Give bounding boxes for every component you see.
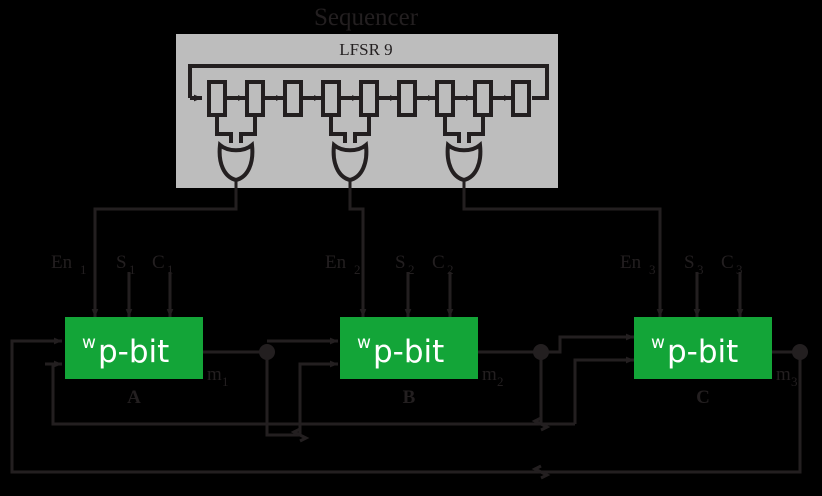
diagram-title: Sequencer <box>314 4 419 31</box>
lfsr-feedback-wire <box>188 64 549 100</box>
block-b-input-labels: En 2 S 2 C 2 <box>325 252 454 277</box>
m1-label: m <box>207 364 222 385</box>
en1-label: En <box>51 252 73 273</box>
pbit-c-label: p-bit <box>667 334 738 370</box>
xor-gate-3-group <box>443 115 485 183</box>
xor-gate-2-group <box>329 115 371 183</box>
s1-label: S <box>116 252 127 273</box>
en1-wire <box>93 180 238 303</box>
en3-label: En <box>620 252 642 273</box>
lfsr-register-cells <box>207 80 531 117</box>
m3-return-to-a-in1 <box>10 339 802 474</box>
pbit-block-b[interactable]: w p-bit B m 2 <box>340 317 504 408</box>
pbit-b-superscript: w <box>357 333 371 353</box>
register-cell <box>245 80 265 117</box>
pbit-c-superscript: w <box>651 333 665 353</box>
xor-tap-wires <box>329 115 371 143</box>
wire-hop <box>531 416 551 432</box>
pbit-b-body[interactable] <box>340 317 478 379</box>
sc-input-arrows <box>125 272 744 318</box>
xor-gate-2 <box>331 140 369 183</box>
pbit-a-label: p-bit <box>98 334 169 370</box>
m2-label: m <box>482 364 497 385</box>
pbit-block-a[interactable]: w p-bit A m 1 <box>65 317 229 408</box>
junction-dots <box>259 344 808 360</box>
c1-label: C <box>152 252 165 273</box>
en1-sub: 1 <box>80 262 87 277</box>
block-c-input-labels: En 3 S 3 C 3 <box>620 252 743 277</box>
xor-tap-wires <box>443 115 485 143</box>
m2-sub: 2 <box>497 374 504 389</box>
wire-hop-markers <box>290 416 551 480</box>
en2-label: En <box>325 252 347 273</box>
lfsr-label: LFSR 9 <box>339 40 392 59</box>
register-cell <box>207 80 227 117</box>
enable-arrowheads <box>91 300 664 318</box>
pbit-c-name: C <box>696 387 710 408</box>
c2-sub: 2 <box>447 262 454 277</box>
s3-sub: 3 <box>697 262 704 277</box>
wire-hop <box>531 464 551 480</box>
sequencer-panel: LFSR 9 <box>176 34 558 188</box>
s1-sub: 1 <box>129 262 136 277</box>
m3-junction-dot <box>792 344 808 360</box>
c3-label: C <box>721 252 734 273</box>
m1-junction-dot <box>259 344 275 360</box>
m1-to-b-in2 <box>298 362 320 435</box>
pbit-c-body[interactable] <box>634 317 772 379</box>
block-a-input-labels: En 1 S 1 C 1 <box>51 252 174 277</box>
pbit-a-superscript: w <box>82 333 96 353</box>
c2-label: C <box>432 252 445 273</box>
register-cell <box>473 80 493 117</box>
block-input-arrowheads <box>45 333 635 368</box>
pbit-b-label: p-bit <box>373 334 444 370</box>
pbit-block-c[interactable]: w p-bit C m 3 <box>634 317 798 408</box>
xor-gate-1 <box>217 140 255 183</box>
m2-to-c-in1 <box>541 335 616 354</box>
s2-sub: 2 <box>408 262 415 277</box>
m3-sub: 3 <box>791 374 798 389</box>
en3-sub: 3 <box>649 262 656 277</box>
m1-branch-down <box>265 352 300 437</box>
xor-gate-1-group <box>215 115 257 183</box>
register-cell <box>511 80 531 117</box>
s3-label: S <box>684 252 695 273</box>
wire-hop <box>290 427 310 443</box>
m1-sub: 1 <box>222 374 229 389</box>
s2-label: S <box>395 252 406 273</box>
m2-to-c-in2 <box>573 358 616 424</box>
en2-wire <box>348 180 365 303</box>
register-cell <box>359 80 379 117</box>
en2-sub: 2 <box>354 262 361 277</box>
m3-label: m <box>776 364 791 385</box>
register-cell <box>435 80 455 117</box>
xor-gate-3 <box>445 140 483 183</box>
pbit-a-body[interactable] <box>65 317 203 379</box>
pbit-a-name: A <box>127 387 141 408</box>
enable-routing-wires <box>93 180 662 303</box>
m2-junction-dot <box>533 344 549 360</box>
register-cell <box>283 80 303 117</box>
register-cell <box>321 80 341 117</box>
c1-sub: 1 <box>167 262 174 277</box>
xor-tap-wires <box>215 115 257 143</box>
pbit-b-name: B <box>403 387 416 408</box>
c3-sub: 3 <box>736 262 743 277</box>
register-cell <box>397 80 417 117</box>
en3-wire <box>462 180 662 303</box>
